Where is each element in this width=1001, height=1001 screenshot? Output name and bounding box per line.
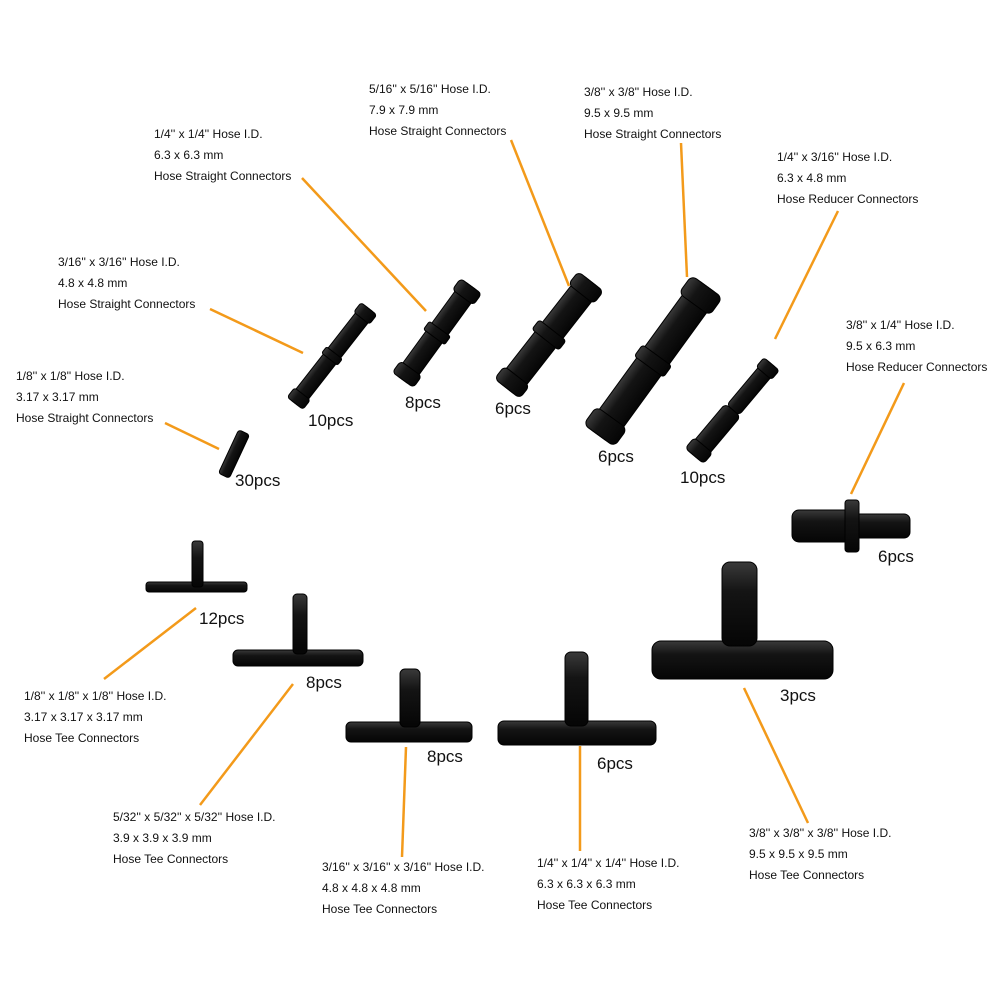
qty-tee-1-4: 6pcs bbox=[597, 754, 633, 773]
qty-tee-5-32: 8pcs bbox=[306, 673, 342, 692]
label-ss-1-4: 1/4'' x 1/4'' Hose I.D. 6.3 x 6.3 mm Hos… bbox=[154, 124, 291, 187]
label-tee-1-8: 1/8'' x 1/8'' x 1/8'' Hose I.D. 3.17 x 3… bbox=[24, 686, 166, 749]
metric-text: 4.8 x 4.8 mm bbox=[58, 276, 128, 290]
kind-text: Hose Straight Connectors bbox=[584, 127, 722, 141]
qty-ss-1-8: 30pcs bbox=[235, 471, 281, 490]
metric-text: 9.5 x 9.5 mm bbox=[584, 106, 654, 120]
label-rd-1-4-3-16: 1/4'' x 3/16'' Hose I.D. 6.3 x 4.8 mm Ho… bbox=[777, 147, 918, 210]
size-text: 1/8'' x 1/8'' x 1/8'' Hose I.D. bbox=[24, 689, 167, 703]
connector-ss-1-4 bbox=[393, 279, 481, 387]
kind-text: Hose Tee Connectors bbox=[749, 868, 865, 882]
qty-tee-1-8: 12pcs bbox=[199, 609, 245, 628]
metric-text: 7.9 x 7.9 mm bbox=[369, 103, 439, 117]
qty-ss-5-16: 6pcs bbox=[495, 399, 531, 418]
qty-rd-3-8-1-4: 6pcs bbox=[878, 547, 914, 566]
metric-text: 4.8 x 4.8 x 4.8 mm bbox=[322, 881, 421, 895]
leader-ss-3-8 bbox=[679, 142, 689, 278]
qty-ss-3-16: 10pcs bbox=[308, 411, 354, 430]
connector-ss-5-16 bbox=[496, 273, 602, 397]
label-tee-1-4: 1/4'' x 1/4'' x 1/4'' Hose I.D. 6.3 x 6.… bbox=[537, 853, 679, 916]
metric-text: 6.3 x 6.3 mm bbox=[154, 148, 224, 162]
size-text: 1/4'' x 1/4'' x 1/4'' Hose I.D. bbox=[537, 856, 680, 870]
connector-rd-3-8-1-4 bbox=[791, 499, 911, 553]
metric-text: 3.17 x 3.17 mm bbox=[16, 390, 99, 404]
leader-rd-1-4-3-16 bbox=[773, 210, 840, 340]
size-text: 3/16'' x 3/16'' x 3/16'' Hose I.D. bbox=[322, 860, 485, 874]
size-text: 3/8'' x 3/8'' Hose I.D. bbox=[584, 85, 693, 99]
connector-ss-1-8 bbox=[218, 430, 250, 478]
leader-tee-3-16 bbox=[400, 746, 408, 858]
connector-ss-3-16 bbox=[287, 303, 377, 409]
label-tee-5-32: 5/32'' x 5/32'' x 5/32'' Hose I.D. 3.9 x… bbox=[113, 807, 276, 870]
size-text: 3/16'' x 3/16'' Hose I.D. bbox=[58, 255, 180, 269]
qty-ss-3-8: 6pcs bbox=[598, 447, 634, 466]
kind-text: Hose Straight Connectors bbox=[58, 297, 196, 311]
kind-text: Hose Tee Connectors bbox=[322, 902, 438, 916]
metric-text: 9.5 x 9.5 x 9.5 mm bbox=[749, 847, 848, 861]
metric-text: 6.3 x 4.8 mm bbox=[777, 171, 847, 185]
connector-tee-5-32 bbox=[232, 593, 364, 667]
size-text: 5/32'' x 5/32'' x 5/32'' Hose I.D. bbox=[113, 810, 276, 824]
leader-tee-3-8 bbox=[742, 687, 810, 824]
qty-tee-3-8: 3pcs bbox=[780, 686, 816, 705]
kind-text: Hose Reducer Connectors bbox=[846, 360, 988, 374]
label-ss-3-8: 3/8'' x 3/8'' Hose I.D. 9.5 x 9.5 mm Hos… bbox=[584, 82, 721, 145]
connector-ss-3-8 bbox=[585, 277, 721, 445]
size-text: 3/8'' x 1/4'' Hose I.D. bbox=[846, 318, 955, 332]
leader-ss-5-16 bbox=[509, 139, 571, 287]
size-text: 3/8'' x 3/8'' x 3/8'' Hose I.D. bbox=[749, 826, 892, 840]
leader-ss-1-8 bbox=[164, 421, 220, 451]
metric-text: 3.17 x 3.17 x 3.17 mm bbox=[24, 710, 143, 724]
qty-rd-1-4-3-16: 10pcs bbox=[680, 468, 726, 487]
size-text: 5/16'' x 5/16'' Hose I.D. bbox=[369, 82, 491, 96]
leader-ss-3-16 bbox=[209, 307, 304, 355]
label-ss-1-8: 1/8'' x 1/8'' Hose I.D. 3.17 x 3.17 mm H… bbox=[16, 366, 153, 429]
connector-rd-1-4-3-16 bbox=[686, 358, 779, 463]
kind-text: Hose Tee Connectors bbox=[113, 852, 229, 866]
connector-tee-1-8 bbox=[145, 540, 248, 593]
size-text: 1/8'' x 1/8'' Hose I.D. bbox=[16, 369, 125, 383]
leader-tee-5-32 bbox=[199, 683, 294, 806]
leader-rd-3-8-1-4 bbox=[849, 382, 906, 495]
label-rd-3-8-1-4: 3/8'' x 1/4'' Hose I.D. 9.5 x 6.3 mm Hos… bbox=[846, 315, 987, 378]
kind-text: Hose Tee Connectors bbox=[24, 731, 140, 745]
metric-text: 6.3 x 6.3 x 6.3 mm bbox=[537, 877, 636, 891]
metric-text: 3.9 x 3.9 x 3.9 mm bbox=[113, 831, 212, 845]
leader-lines bbox=[103, 139, 906, 858]
kind-text: Hose Reducer Connectors bbox=[777, 192, 919, 206]
label-ss-5-16: 5/16'' x 5/16'' Hose I.D. 7.9 x 7.9 mm H… bbox=[369, 79, 506, 142]
label-tee-3-8: 3/8'' x 3/8'' x 3/8'' Hose I.D. 9.5 x 9.… bbox=[749, 823, 891, 886]
connector-tee-1-4 bbox=[497, 651, 657, 746]
kind-text: Hose Straight Connectors bbox=[154, 169, 292, 183]
kind-text: Hose Straight Connectors bbox=[369, 124, 507, 138]
leader-tee-1-8 bbox=[103, 607, 197, 680]
size-text: 1/4'' x 1/4'' Hose I.D. bbox=[154, 127, 263, 141]
metric-text: 9.5 x 6.3 mm bbox=[846, 339, 916, 353]
connector-tee-3-8 bbox=[651, 561, 834, 680]
kind-text: Hose Straight Connectors bbox=[16, 411, 154, 425]
label-ss-3-16: 3/16'' x 3/16'' Hose I.D. 4.8 x 4.8 mm H… bbox=[58, 252, 195, 315]
connector-tee-3-16 bbox=[345, 668, 473, 743]
qty-ss-1-4: 8pcs bbox=[405, 393, 441, 412]
label-tee-3-16: 3/16'' x 3/16'' x 3/16'' Hose I.D. 4.8 x… bbox=[322, 857, 485, 920]
size-text: 1/4'' x 3/16'' Hose I.D. bbox=[777, 150, 893, 164]
kind-text: Hose Tee Connectors bbox=[537, 898, 653, 912]
qty-tee-3-16: 8pcs bbox=[427, 747, 463, 766]
leader-ss-1-4 bbox=[301, 177, 427, 312]
